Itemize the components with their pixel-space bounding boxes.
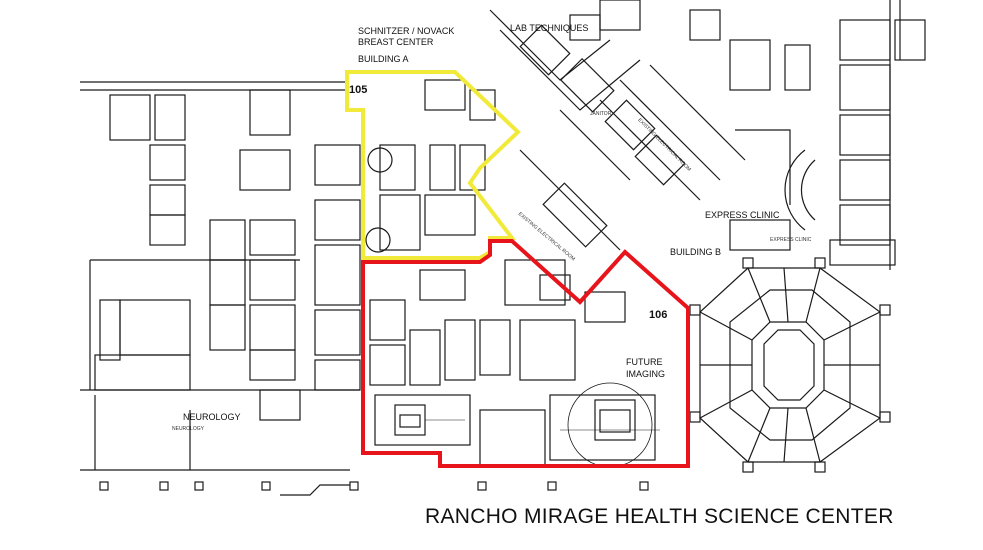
plan-title: RANCHO MIRAGE HEALTH SCIENCE CENTER bbox=[425, 505, 894, 528]
room-105-number: 105 bbox=[349, 84, 368, 96]
building-a-label: BUILDING A bbox=[358, 54, 409, 64]
building-b-label: BUILDING B bbox=[670, 247, 722, 257]
lab-techniques-label: LAB TECHNIQUES bbox=[510, 23, 589, 33]
breast-center-label-line1: SCHNITZER / NOVACK bbox=[358, 26, 455, 36]
janitor-label: JANITOR bbox=[590, 111, 612, 117]
walls-layer bbox=[80, 0, 926, 496]
neurology-small-label: NEUROLOGY bbox=[172, 426, 204, 432]
neurology-label: NEUROLOGY bbox=[183, 412, 241, 422]
zone-105-outline bbox=[345, 70, 521, 260]
room-106-number: 106 bbox=[649, 309, 668, 321]
express-clinic-small-label: EXPRESS CLINIC bbox=[770, 237, 812, 243]
future-imaging-label-line1: FUTURE bbox=[626, 357, 663, 367]
breast-center-label-line2: BREAST CENTER bbox=[358, 37, 434, 47]
zone-106-outline bbox=[361, 239, 690, 468]
future-imaging-label-line2: IMAGING bbox=[626, 369, 666, 379]
express-clinic-label: EXPRESS CLINIC bbox=[705, 210, 780, 220]
